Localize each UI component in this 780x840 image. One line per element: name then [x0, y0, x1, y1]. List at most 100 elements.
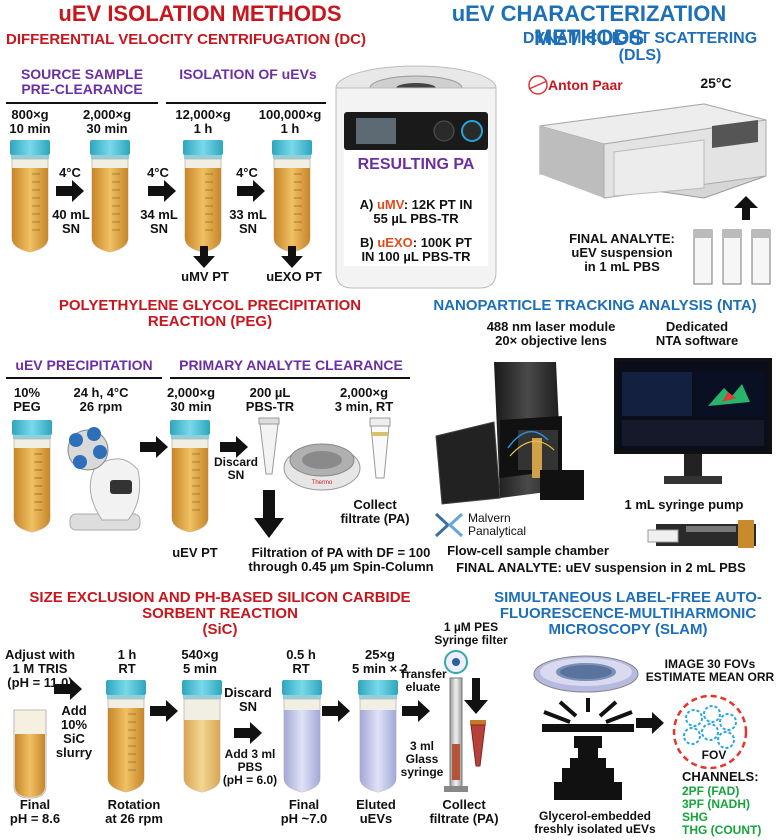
- sic-arrow-2: [150, 700, 178, 722]
- isolation-methods-header: uEV ISOLATION METHODS: [58, 1, 342, 26]
- dls-final-analyte: FINAL ANALYTE: uEV suspension in 1 mL PB…: [569, 231, 675, 275]
- dc-sn-34ml: 34 mL SN: [140, 207, 178, 237]
- dc-result-b: B) uEXO: 100K PT IN 100 µL PBS-TR: [336, 222, 496, 264]
- dc-temp-2: 4°C: [147, 165, 169, 180]
- sic-tube-4: [357, 679, 399, 793]
- characterization-methods-header: uEV CHARACTERIZATION METHODS: [451, 1, 727, 50]
- dc-arrow-down-umv: [193, 246, 215, 268]
- dc-arrow-down-uexo: [281, 246, 303, 268]
- peg-minicentrifuge-image: Thermo: [283, 443, 361, 491]
- peg-arrow-2: [220, 436, 248, 458]
- sic-pes-filter: 1 µM PES Syringe filter: [434, 620, 508, 647]
- nta-flowcell: Flow-cell sample chamber: [447, 543, 609, 558]
- peg-collect-filtrate: Collect filtrate (PA): [340, 497, 410, 527]
- sic-540g: 540×g 5 min: [181, 647, 219, 677]
- sic-syringe-filter-image: [444, 650, 488, 792]
- nta-brand: Malvern Panalytical: [468, 511, 527, 538]
- peg-precipitation-label: uEV PRECIPITATION: [15, 357, 153, 373]
- peg-rotator-image: [67, 427, 141, 531]
- sic-discard-sn: Discard SN: [224, 685, 272, 715]
- dc-step-2000g: 2,000×g 30 min: [82, 107, 132, 137]
- dc-arrow-3: [237, 180, 265, 202]
- dls-temperature: 25°C: [700, 75, 732, 91]
- sic-tube-3: [281, 679, 323, 793]
- sic-arrow-4: [322, 700, 350, 722]
- slam-channel-2pf: 2PF (FAD): [682, 784, 740, 798]
- peg-precipitation-underline: [6, 377, 162, 379]
- peg-tube-2: [169, 419, 211, 533]
- peg-arrow-1: [140, 436, 168, 458]
- dc-temp-1: 4°C: [59, 165, 81, 180]
- nta-monitor-image: [614, 358, 772, 484]
- svg-text:Thermo: Thermo: [312, 480, 333, 486]
- anton-paar-logo-icon: [528, 75, 548, 95]
- sic-arrow-5: [402, 700, 430, 722]
- nta-syringe-pump-label: 1 mL syringe pump: [624, 497, 744, 512]
- peg-2000g-30min: 2,000×g 30 min: [166, 385, 216, 415]
- dls-cuvettes: [693, 229, 771, 285]
- sic-transfer-eluate: Transfer eluate: [399, 667, 447, 694]
- dls-title: DYNAMIC LIGHT SCATTERING (DLS): [522, 30, 758, 65]
- slam-arrow: [636, 712, 664, 734]
- peg-arrow-down: [254, 490, 284, 538]
- dc-tube-3: [182, 139, 224, 253]
- slam-dish-image: [533, 655, 639, 693]
- dc-result-a-umv: uMV: [376, 197, 404, 213]
- slam-fov-circle: [672, 694, 748, 770]
- dc-sn-33ml: 33 mL SN: [229, 207, 267, 237]
- slam-channel-shg: SHG: [682, 810, 709, 824]
- peg-clearance-label: PRIMARY ANALYTE CLEARANCE: [179, 357, 403, 373]
- sic-eluted-uevs: Eluted uEVs: [356, 797, 396, 827]
- malvern-panalytical-logo-icon: [434, 512, 464, 538]
- dc-isolation-label: ISOLATION OF uEVs: [179, 66, 317, 82]
- slam-channel-thg: THG (COUNT): [682, 823, 762, 837]
- dc-sn-40ml: 40 mL SN: [52, 207, 90, 237]
- dc-temp-3: 4°C: [236, 165, 258, 180]
- dc-umv-pt: uMV PT: [181, 269, 229, 284]
- dc-step-800g: 800×g 10 min: [9, 107, 51, 137]
- dls-brand: Anton Paar: [548, 77, 623, 93]
- peg-microtube: [258, 417, 280, 475]
- dc-pre-clearance-label: SOURCE SAMPLE PRE-CLEARANCE: [20, 66, 144, 98]
- dc-arrow-1: [56, 180, 84, 202]
- dc-pre-clearance-underline: [6, 102, 158, 104]
- dc-result-b-prefix: B): [360, 235, 378, 251]
- sic-adjust-tris: Adjust with 1 M TRIS (pH = 11.0): [4, 647, 76, 691]
- slam-fov-label: FOV: [701, 748, 727, 762]
- sic-arrow-3: [234, 722, 262, 744]
- dc-arrow-2: [148, 180, 176, 202]
- peg-spin-column: [369, 417, 391, 479]
- sic-0.5h-rt: 0.5 h RT: [286, 647, 316, 677]
- nta-laser-module: 488 nm laser module 20× objective lens: [486, 319, 616, 349]
- sic-25g: 25×g 5 min × 2: [352, 647, 408, 677]
- sic-tube-1: [105, 679, 147, 793]
- sic-final-ph-7: Final pH ~7.0: [280, 797, 328, 827]
- sic-glass-syringe: 3 ml Glass syringe: [400, 739, 444, 779]
- dc-uexo-pt: uEXO PT: [266, 269, 322, 284]
- sic-add-slurry: Add 10% SiC slurry: [55, 703, 93, 761]
- dc-result-a-prefix: A): [359, 197, 377, 213]
- sic-1h-rt: 1 h RT: [117, 647, 137, 677]
- dc-result-a: A) uMV: 12K PT IN 55 µL PBS-TR: [336, 184, 496, 226]
- slam-title: SIMULTANEOUS LABEL-FREE AUTO- FLUORESCEN…: [494, 589, 762, 639]
- dls-arrow-up: [734, 196, 758, 220]
- slam-channel-3pf: 3PF (NADH): [682, 797, 750, 811]
- nta-title: NANOPARTICLE TRACKING ANALYSIS (NTA): [433, 297, 757, 314]
- slam-glycerol-label: Glycerol-embedded freshly isolated uEVs: [534, 809, 656, 836]
- peg-24h: 24 h, 4°C 26 rpm: [73, 385, 129, 415]
- peg-filtration: Filtration of PA with DF = 100 through 0…: [248, 545, 434, 575]
- peg-200ul: 200 µL PBS-TR: [245, 385, 295, 415]
- dc-tube-4: [271, 139, 313, 253]
- sic-vial: [13, 709, 47, 799]
- peg-10pct: 10% PEG: [13, 385, 41, 415]
- dc-result-b-text: : 100K PT IN 100 µL PBS-TR: [361, 235, 472, 265]
- peg-clearance-underline: [170, 377, 410, 379]
- peg-title: POLYETHYLENE GLYCOL PRECIPITATION REACTI…: [58, 297, 362, 331]
- slam-objective-image: [542, 698, 634, 800]
- dc-result-a-text: : 12K PT IN 55 µL PBS-TR: [373, 197, 473, 227]
- dls-instrument-image: [539, 103, 767, 199]
- dc-result-b-uexo: uEXO: [377, 235, 413, 251]
- nta-final-analyte: FINAL ANALYTE: uEV suspension in 2 mL PB…: [456, 560, 746, 575]
- peg-discard-sn: Discard SN: [213, 455, 259, 482]
- peg-tube: [11, 419, 53, 533]
